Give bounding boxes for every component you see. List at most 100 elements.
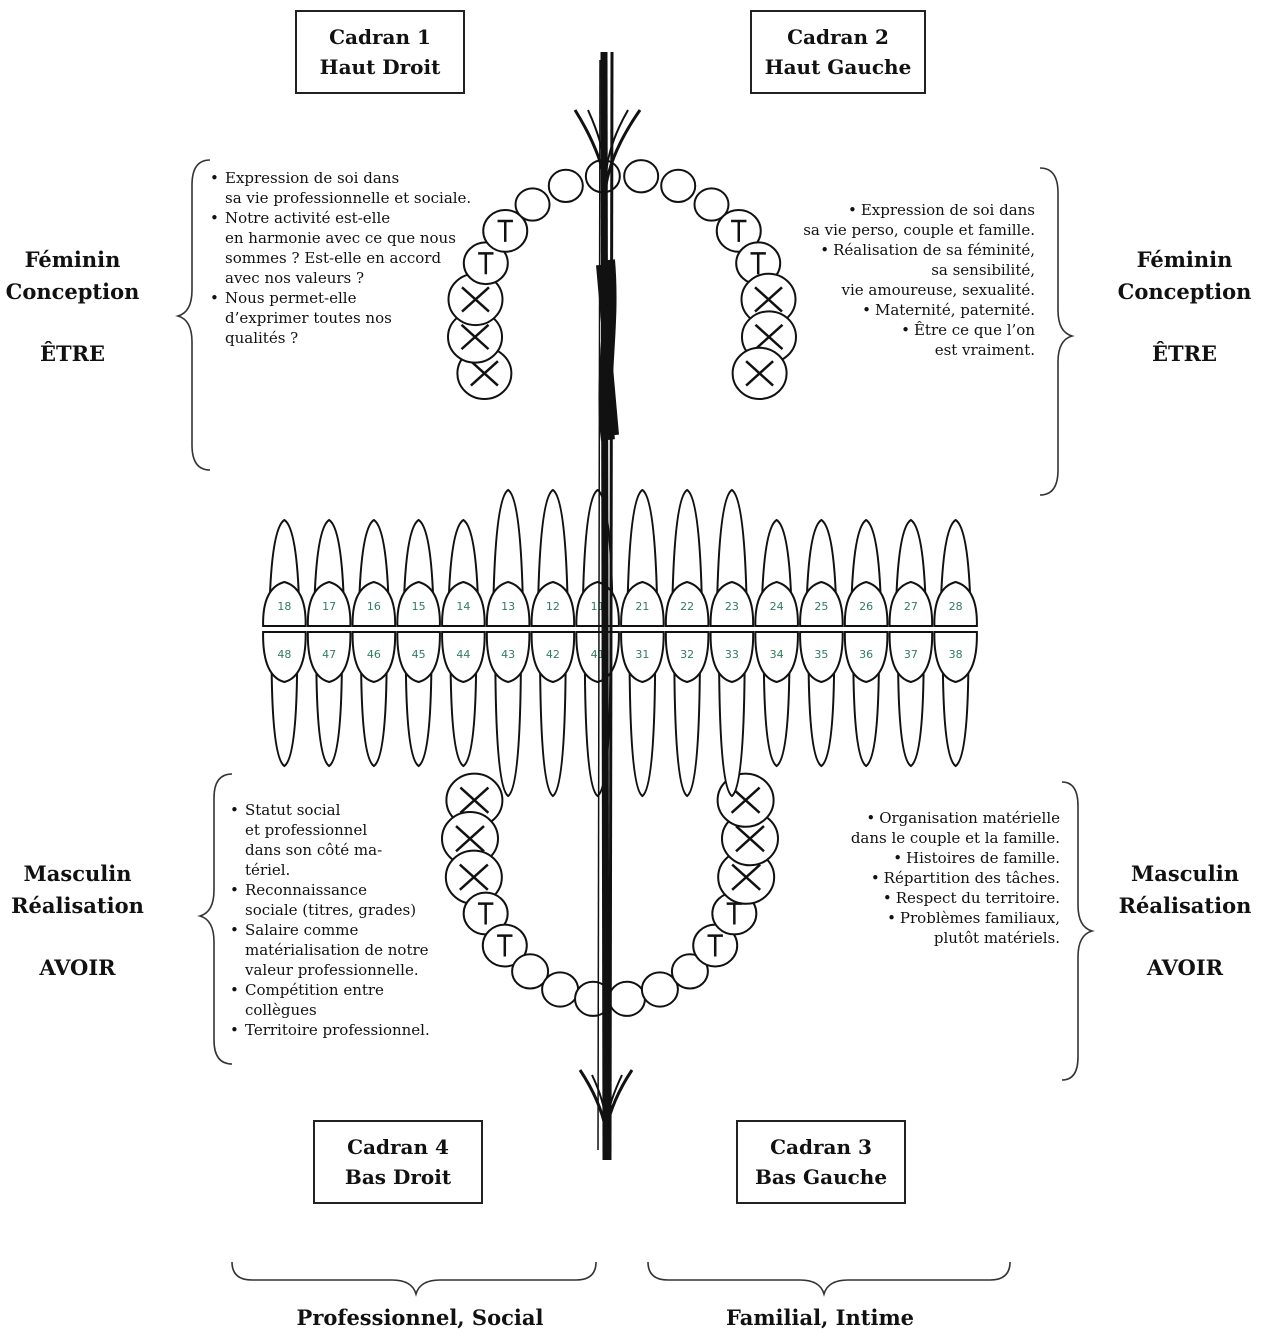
tooth-lower: 31	[621, 632, 664, 796]
tooth-number-upper: 26	[859, 600, 873, 613]
quadrant-1-box: Cadran 1 Haut Droit	[295, 10, 465, 94]
quadrant-3-subtitle: Bas Gauche	[755, 1162, 887, 1192]
tooth-number-lower: 47	[322, 648, 336, 661]
tooth-upper: 15	[397, 520, 440, 626]
tooth-lower: 37	[890, 632, 933, 766]
bottom-label-professional: Professionnel, Social	[280, 1305, 560, 1330]
tooth-upper: 22	[666, 490, 709, 626]
tooth-lower: 34	[755, 632, 798, 766]
side-label-top-right: Féminin Conception ÊTRE	[1112, 244, 1257, 370]
tooth-lower-arch	[542, 972, 578, 1006]
side-label-keyword: ÊTRE	[0, 338, 145, 370]
tooth-number-lower: 42	[546, 648, 560, 661]
tooth-lower: 42	[532, 632, 575, 796]
list-item: Territoire professionnel.	[230, 1020, 470, 1040]
side-label-line: Conception	[0, 276, 145, 308]
tooth-lower: 48	[263, 632, 306, 766]
list-top-right: •Expression de soi danssa vie perso, cou…	[735, 200, 1035, 360]
tooth-upper: 16	[353, 520, 396, 626]
tooth-lower: 45	[397, 632, 440, 766]
tooth-upper: 23	[711, 490, 754, 626]
tooth-number-upper: 17	[322, 600, 336, 613]
side-label-line: Réalisation	[1105, 890, 1265, 922]
list-item: •Expression de soi danssa vie perso, cou…	[735, 200, 1035, 240]
tooth-upper: 26	[845, 520, 888, 626]
tooth-lower: 32	[666, 632, 709, 796]
tooth-upper-arch	[624, 160, 658, 192]
quadrant-2-subtitle: Haut Gauche	[765, 52, 912, 82]
tooth-lower: 38	[934, 632, 977, 766]
quadrant-4-subtitle: Bas Droit	[345, 1162, 451, 1192]
brace-top-right	[1040, 168, 1072, 495]
tooth-number-lower: 37	[904, 648, 918, 661]
brace-bottom-family	[648, 1262, 1010, 1294]
side-label-line: Conception	[1112, 276, 1257, 308]
list-item: •Problèmes familiaux,plutôt matériels.	[795, 908, 1060, 948]
tooth-number-lower: 45	[412, 648, 426, 661]
side-label-keyword: ÊTRE	[1112, 338, 1257, 370]
tooth-lower: 44	[442, 632, 485, 766]
tooth-upper: 21	[621, 490, 664, 626]
tooth-number-upper: 24	[770, 600, 784, 613]
side-label-line: Réalisation	[0, 890, 155, 922]
brace-top-left	[178, 160, 210, 470]
bottom-label-family: Familial, Intime	[700, 1305, 940, 1330]
tooth-number-upper: 13	[501, 600, 515, 613]
tooth-upper: 25	[800, 520, 843, 626]
side-label-top-left: Féminin Conception ÊTRE	[0, 244, 145, 370]
tooth-upper: 28	[934, 520, 977, 626]
tooth-lower: 46	[353, 632, 396, 766]
tooth-number-upper: 16	[367, 600, 381, 613]
brace-bottom-professional	[232, 1262, 596, 1294]
tooth-lower: 36	[845, 632, 888, 766]
side-label-keyword: AVOIR	[1105, 952, 1265, 984]
list-item: •Maternité, paternité.	[735, 300, 1035, 320]
list-item: Statut socialet professionneldans son cô…	[230, 800, 470, 880]
quadrant-3-title: Cadran 3	[770, 1132, 872, 1162]
tooth-lower: 35	[800, 632, 843, 766]
tooth-number-upper: 23	[725, 600, 739, 613]
tooth-upper: 18	[263, 520, 306, 626]
tooth-upper-arch	[549, 170, 583, 202]
list-item: •Répartition des tâches.	[795, 868, 1060, 888]
tooth-number-lower: 48	[277, 648, 291, 661]
tooth-upper: 12	[532, 490, 575, 626]
tooth-lower-arch	[609, 982, 645, 1016]
quadrant-1-subtitle: Haut Droit	[320, 52, 441, 82]
tooth-number-lower: 46	[367, 648, 381, 661]
list-item: •Être ce que l’onest vraiment.	[735, 320, 1035, 360]
tooth-number-lower: 33	[725, 648, 739, 661]
tooth-lower: 47	[308, 632, 351, 766]
list-item: •Histoires de famille.	[795, 848, 1060, 868]
tooth-upper-arch	[661, 170, 695, 202]
tooth-number-upper: 22	[680, 600, 694, 613]
quadrant-4-title: Cadran 4	[347, 1132, 449, 1162]
frontal-teeth-row: 1848174716461545144413431242114121312232…	[263, 490, 977, 796]
list-item: •Organisation matérielledans le couple e…	[795, 808, 1060, 848]
tooth-number-lower: 31	[635, 648, 649, 661]
tooth-number-lower: 32	[680, 648, 694, 661]
side-label-line: Masculin	[0, 858, 155, 890]
tooth-number-upper: 28	[949, 600, 963, 613]
side-label-line: Féminin	[1112, 244, 1257, 276]
tooth-number-lower: 34	[770, 648, 784, 661]
tooth-number-lower: 35	[814, 648, 828, 661]
tooth-number-upper: 18	[277, 600, 291, 613]
tooth-number-upper: 15	[412, 600, 426, 613]
list-item: •Réalisation de sa féminité,sa sensibili…	[735, 240, 1035, 300]
tooth-lower: 43	[487, 632, 530, 796]
tooth-upper: 13	[487, 490, 530, 626]
quadrant-2-box: Cadran 2 Haut Gauche	[750, 10, 926, 94]
side-label-line: Masculin	[1105, 858, 1265, 890]
tooth-upper: 17	[308, 520, 351, 626]
tooth-number-upper: 21	[635, 600, 649, 613]
